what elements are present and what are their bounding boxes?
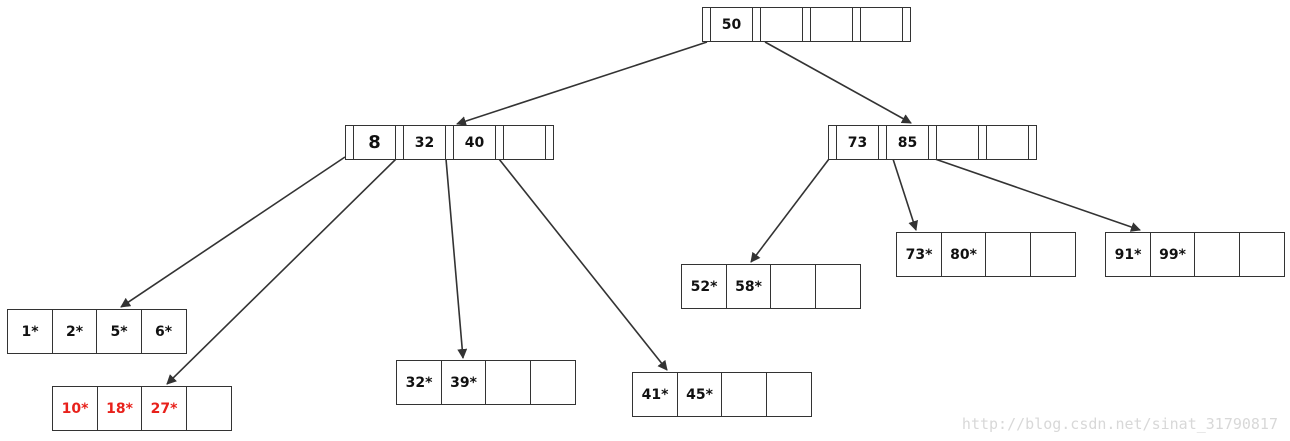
leaf-key-slot <box>985 232 1031 277</box>
tree-edge-arrow <box>498 158 668 371</box>
leaf-key-slot: 99* <box>1149 232 1196 277</box>
leaf-key-slot: 73* <box>896 232 942 277</box>
tree-edge-arrow <box>750 158 830 263</box>
leaf-node: 10*18*27* <box>52 386 232 431</box>
leaf-key-slot: 45* <box>676 372 723 417</box>
leaf-node: 41*45* <box>632 372 812 417</box>
leaf-key-slot <box>485 360 531 405</box>
leaf-node: 1*2*5*6* <box>7 309 187 354</box>
key-slot <box>859 7 904 42</box>
pointer-slot <box>1028 125 1037 160</box>
tree-edge-arrow <box>445 158 468 359</box>
tree-edge-arrow <box>892 158 918 231</box>
key-slot <box>985 125 1030 160</box>
tree-edge-arrow <box>120 156 346 308</box>
leaf-key-slot: 32* <box>396 360 442 405</box>
tree-edge-arrow <box>934 158 1141 232</box>
leaf-key-slot: 52* <box>681 264 727 309</box>
key-slot <box>809 7 854 42</box>
leaf-key-slot <box>529 360 576 405</box>
leaf-key-slot: 10* <box>52 386 98 431</box>
leaf-key-slot: 91* <box>1105 232 1151 277</box>
leaf-key-slot: 27* <box>141 386 187 431</box>
leaf-key-slot <box>1029 232 1076 277</box>
leaf-node: 52*58* <box>681 264 861 309</box>
key-slot: 40 <box>452 125 497 160</box>
key-slot: 32 <box>402 125 447 160</box>
leaf-key-slot <box>770 264 816 309</box>
tree-edge-arrow <box>456 41 708 126</box>
key-slot <box>759 7 804 42</box>
leaf-key-slot <box>814 264 861 309</box>
key-slot: 8 <box>352 125 397 160</box>
leaf-key-slot <box>721 372 767 417</box>
leaf-key-slot: 18* <box>96 386 143 431</box>
leaf-node: 91*99* <box>1105 232 1285 277</box>
key-slot <box>502 125 547 160</box>
key-slot: 50 <box>709 7 754 42</box>
leaf-key-slot: 5* <box>96 309 142 354</box>
key-slot: 85 <box>885 125 930 160</box>
leaf-key-slot: 39* <box>440 360 487 405</box>
tree-edge-arrow <box>166 158 397 385</box>
pointer-slot <box>545 125 554 160</box>
leaf-key-slot <box>765 372 812 417</box>
key-slot <box>935 125 980 160</box>
root-node: 50 <box>702 7 911 42</box>
pointer-slot <box>902 7 911 42</box>
leaf-key-slot <box>1194 232 1240 277</box>
watermark-url: http://blog.csdn.net/sinat_31790817 <box>961 415 1278 433</box>
leaf-node: 32*39* <box>396 360 576 405</box>
key-slot: 73 <box>835 125 880 160</box>
leaf-key-slot: 41* <box>632 372 678 417</box>
tree-edge-arrow <box>764 41 912 124</box>
leaf-key-slot: 58* <box>725 264 772 309</box>
leaf-key-slot: 6* <box>140 309 187 354</box>
leaf-key-slot: 80* <box>940 232 987 277</box>
leaf-key-slot <box>185 386 232 431</box>
leaf-key-slot: 1* <box>7 309 53 354</box>
leaf-key-slot <box>1238 232 1285 277</box>
leaf-key-slot: 2* <box>51 309 98 354</box>
leaf-node: 73*80* <box>896 232 1076 277</box>
